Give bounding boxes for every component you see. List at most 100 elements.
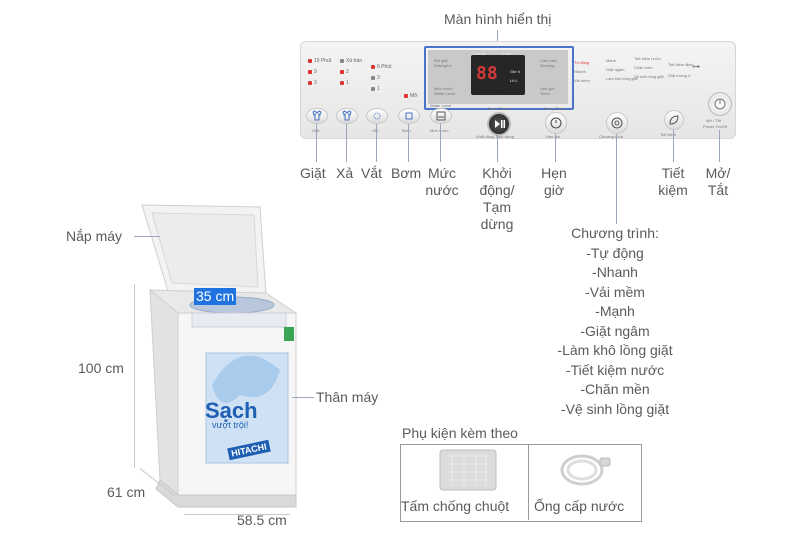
accessory-water-hose: Ống cấp nước xyxy=(534,498,625,514)
wash-leader xyxy=(316,124,317,162)
indicator-dot xyxy=(404,94,408,98)
delay-timer-button[interactable] xyxy=(545,112,567,134)
energy-label xyxy=(284,327,294,341)
power-button[interactable] xyxy=(708,92,732,116)
program-list-item: -Tự động xyxy=(586,244,644,261)
program-indicators-d: Tiết kiệm điện Giặt lượng ít xyxy=(668,62,728,78)
accessories-title: Phụ kiện kèm theo xyxy=(402,425,518,441)
shirt-icon xyxy=(342,110,352,121)
program-icon xyxy=(611,117,623,129)
power-leader xyxy=(719,130,720,162)
panel-spin-text: Vắt xyxy=(372,128,379,133)
key-icon: ⊶ xyxy=(692,62,700,71)
wash-label: Giặt xyxy=(300,165,326,181)
rinse-option-2: 2 xyxy=(346,69,349,75)
spin-option-6: 6 Phút xyxy=(377,64,392,70)
program-leader xyxy=(616,134,617,224)
water-splash xyxy=(212,355,280,403)
panel-power-vi: Mở / Tắt xyxy=(706,118,721,123)
start-pause-button[interactable] xyxy=(487,112,511,136)
lcd-screen xyxy=(471,55,525,95)
display-title: Màn hình hiển thị xyxy=(444,11,552,27)
body-label: Thân máy xyxy=(316,389,379,405)
body-leader xyxy=(292,397,314,398)
panel-wash-text: Giặt xyxy=(312,128,319,133)
power-icon xyxy=(714,98,726,110)
eco-button[interactable] xyxy=(664,110,684,130)
body-side xyxy=(149,288,179,497)
panel-pump-text: Bơm xyxy=(402,128,411,133)
program-list-item: -Vệ sinh lồng giặt xyxy=(560,400,670,417)
lcd-detergent-label: Khối lượng cty xyxy=(482,88,508,93)
program-indicators-a: Tự động Nhanh Vải mềm xyxy=(574,60,634,83)
width-dimension-line xyxy=(184,514,290,515)
indicator-dot xyxy=(308,81,312,85)
eco-leader xyxy=(673,130,674,162)
program-indicators-c: Tiết kiệm nước Chăn mền Vệ sinh lồng giặ… xyxy=(634,56,694,79)
accessory-anti-rodent: Tấm chống chuột xyxy=(401,498,510,514)
program-small-load-label: Giặt lượng ít xyxy=(668,73,691,78)
indicator-dot xyxy=(371,76,375,80)
water-level-button[interactable] xyxy=(430,108,452,124)
indicator-dot xyxy=(371,65,375,69)
program-button[interactable] xyxy=(606,112,628,134)
shirt-icon xyxy=(312,110,322,121)
rinse-option-overflow: Xả tràn xyxy=(346,58,363,64)
lcd-hour: Giờ h xyxy=(510,69,520,74)
spin-button[interactable] xyxy=(366,108,388,124)
pump-leader xyxy=(408,124,409,162)
lcd-digits: 88 xyxy=(476,63,498,84)
height-dimension-line xyxy=(134,284,135,468)
tub-diameter: 35 cm xyxy=(194,288,237,305)
lid-leader xyxy=(134,236,160,237)
sticker-title: Sạch xyxy=(205,398,258,423)
wash-option-15: 15 Phút xyxy=(314,58,332,64)
water-hose-image xyxy=(560,454,611,486)
lcd-liter: Lít L xyxy=(510,78,518,83)
start-leader xyxy=(497,134,498,162)
program-water-save-label: Tiết kiệm nước xyxy=(634,56,661,61)
timer-leader xyxy=(555,134,556,162)
power-label: Mở/Tắt xyxy=(705,165,731,198)
lcd-time-left: Còn lại xyxy=(473,51,486,56)
program-list-item: -Vải mềm xyxy=(585,283,645,300)
pump-label: Bơm xyxy=(391,165,422,181)
indicator-dot xyxy=(308,70,312,74)
leaf-icon xyxy=(669,115,679,125)
spin-indicators: 6 Phút 3 1 xyxy=(371,64,391,92)
wash-option-3: 3 xyxy=(314,80,317,86)
panel-delay-vi: Hẹn giờ xyxy=(546,134,561,139)
rinse-button[interactable] xyxy=(336,108,358,124)
wash-button[interactable] xyxy=(306,108,328,124)
panel-program-text: Chương trình xyxy=(599,134,623,139)
clock-icon xyxy=(550,117,562,129)
panel-start-en: Start / Pause xyxy=(487,106,511,111)
rinse-option-1: 1 xyxy=(346,80,349,86)
program-indicators-b: Mạnh Giặt ngâm Làm khô lồng giặt xyxy=(606,58,656,81)
program-strong-label: Mạnh xyxy=(606,58,617,63)
lcd-min: Phút xyxy=(503,51,512,56)
pump-on-label: Mở xyxy=(410,93,418,99)
depth-dimension: 61 cm xyxy=(107,484,146,500)
sticker-subtitle: vượt trội! xyxy=(212,420,249,430)
panel-start-vi: Khởi động Tạm dừng xyxy=(476,134,514,139)
rinse-leader xyxy=(346,124,347,162)
wash-option-9: 9 xyxy=(314,69,317,75)
base xyxy=(155,479,297,508)
pump-indicator: Mở xyxy=(404,93,417,99)
lid-inner xyxy=(151,212,259,288)
display-leader xyxy=(497,30,498,46)
width-dimension: 58.5 cm xyxy=(237,512,287,528)
program-quick-label: Nhanh xyxy=(574,69,586,74)
spin-label: Vắt xyxy=(361,165,383,181)
anti-rodent-plate-image xyxy=(439,449,497,491)
pump-button[interactable] xyxy=(398,108,420,124)
indicator-dot xyxy=(308,59,312,63)
program-list-title: Chương trình: xyxy=(571,225,659,241)
energy-save-label: Tiết kiệm điện xyxy=(668,62,693,67)
